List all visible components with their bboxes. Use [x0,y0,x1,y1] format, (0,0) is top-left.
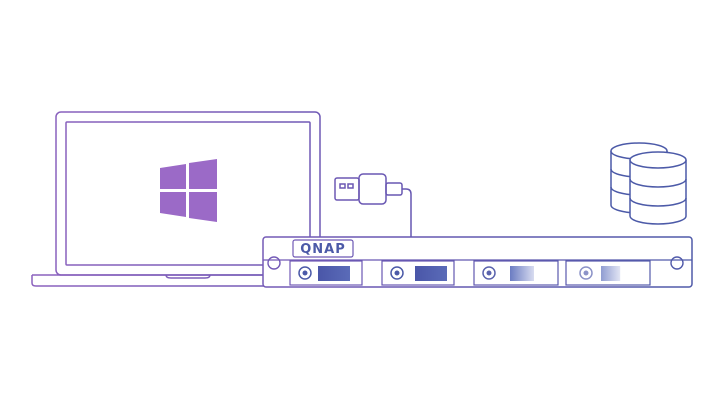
drive-bay [289,260,363,286]
usb-cable [402,188,412,237]
laptop-base [31,274,264,287]
rack-ear-hole-right [670,256,684,270]
nas-device: QNAP [262,236,693,288]
drive-bay [381,260,455,286]
database-stack-icon [610,142,687,225]
laptop-hinge-notch [165,274,211,279]
laptop-screen [65,121,311,266]
nas-brand-plate [292,239,354,258]
usb-plug-icon [334,173,403,205]
nas-brand-label: QNAP [300,242,346,257]
windows-logo-icon [160,159,217,222]
laptop [31,111,321,287]
drive-bay [473,260,559,286]
rack-ear-hole-left [267,256,281,270]
drive-bay [565,260,651,286]
